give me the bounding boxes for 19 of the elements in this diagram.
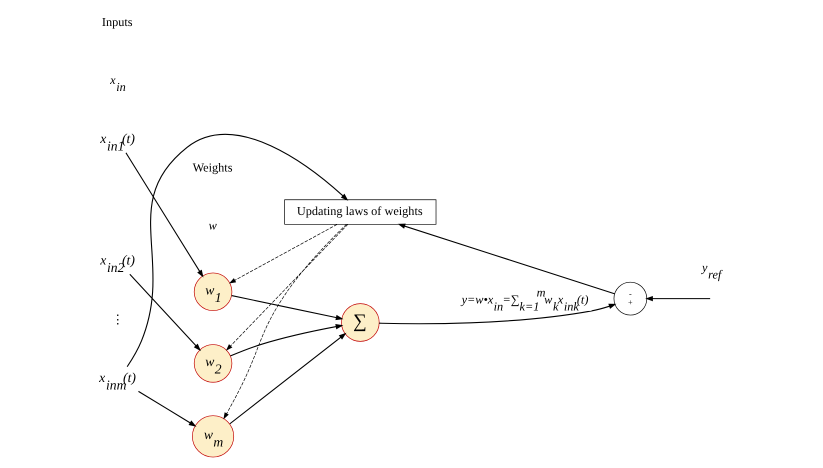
arrow: [223, 224, 347, 420]
label: Inputs: [102, 15, 133, 30]
label: ⋮: [111, 312, 124, 326]
arrow: [379, 304, 616, 324]
arrow: [398, 224, 615, 294]
node-box: Updating laws of weights: [284, 199, 436, 225]
arrow: [129, 274, 201, 352]
arrow: [226, 224, 348, 351]
arrow: [138, 390, 196, 427]
arrow: [230, 332, 346, 424]
arrow: [232, 295, 344, 320]
arrow: [230, 324, 344, 356]
arrow: [126, 134, 348, 368]
arrow: [645, 296, 710, 302]
label: Weights: [192, 160, 233, 174]
arrow: [229, 224, 338, 284]
label: w: [208, 218, 217, 232]
node-circle: ∑: [341, 303, 380, 342]
arrow: [126, 152, 204, 278]
